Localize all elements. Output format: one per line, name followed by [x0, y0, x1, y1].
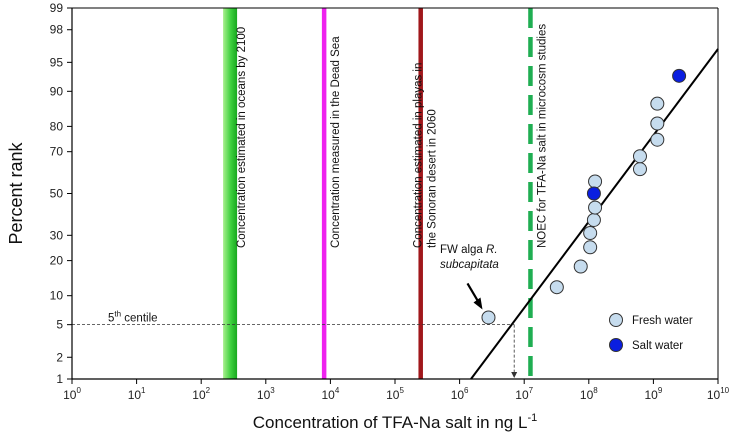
- reference-line-label-2-b: the Sonoran desert in 2060: [427, 109, 439, 248]
- reference-line-label-2: Concentration estimated in playas in: [413, 63, 425, 248]
- point-fresh-0: [481, 310, 496, 325]
- annotation-line-1: FW alga R.: [440, 244, 498, 256]
- point-fresh-6: [588, 200, 603, 215]
- point-fresh-1: [549, 280, 564, 295]
- y-tick-label-6: 50: [50, 187, 64, 201]
- x-tick-label-6: 106: [451, 386, 469, 402]
- y-tick-label-0: 1: [56, 372, 63, 386]
- point-fresh-10: [650, 132, 665, 147]
- point-fresh-11: [650, 116, 665, 131]
- x-tick-label-4: 104: [321, 386, 339, 402]
- point-fresh-12: [650, 96, 665, 111]
- point-fresh-4: [583, 226, 598, 241]
- x-tick-label-0: 100: [63, 386, 81, 402]
- x-tick-label-8: 108: [580, 386, 598, 402]
- x-tick-label-10: 1010: [707, 386, 730, 402]
- legend-marker-1: [609, 338, 623, 352]
- point-fresh-9: [632, 149, 647, 164]
- y-tick-label-8: 80: [50, 119, 64, 133]
- centile-label: 5th centile: [108, 310, 158, 325]
- y-tick-label-3: 10: [50, 289, 64, 303]
- y-tick-label-4: 20: [50, 254, 64, 268]
- point-fresh-7: [588, 174, 603, 189]
- y-axis-title: Percent rank: [6, 141, 26, 244]
- y-tick-label-11: 98: [50, 23, 64, 37]
- x-tick-label-7: 107: [515, 386, 533, 402]
- point-fresh-8: [632, 162, 647, 177]
- x-tick-label-2: 102: [192, 386, 210, 402]
- annotation-line-2: subcapitata: [440, 259, 499, 271]
- y-tick-label-9: 90: [50, 84, 64, 98]
- point-fresh-3: [583, 240, 598, 255]
- reference-line-0: [223, 8, 238, 379]
- point-fresh-5: [586, 212, 601, 227]
- x-tick-label-3: 103: [257, 386, 275, 402]
- legend-label-1: Salt water: [632, 340, 683, 352]
- y-tick-label-7: 70: [50, 145, 64, 159]
- x-tick-label-5: 105: [386, 386, 404, 402]
- legend-label-0: Fresh water: [632, 315, 693, 327]
- centile-layer: 5th centile: [72, 310, 518, 378]
- x-tick-label-9: 109: [644, 386, 662, 402]
- y-tick-label-2: 5: [56, 318, 63, 332]
- y-tick-label-1: 2: [56, 350, 63, 364]
- legend-marker-0: [609, 313, 623, 327]
- annotation-layer: FW alga R. subcapitata: [440, 244, 499, 310]
- x-axis-title: Concentration of TFA-Na salt in ng L-1: [253, 412, 537, 432]
- y-tick-label-10: 95: [50, 55, 64, 69]
- point-salt-1: [672, 68, 687, 83]
- centile-arrowhead: [511, 372, 518, 378]
- annotation-arrowhead: [473, 297, 483, 310]
- x-tick-label-1: 101: [128, 386, 146, 402]
- data-points: [481, 68, 687, 325]
- y-tick-label-12: 99: [50, 1, 64, 15]
- y-tick-label-5: 30: [50, 228, 64, 242]
- point-salt-0: [586, 186, 601, 201]
- axes: 100 101 102 103 104 105 106 107 108 109 1010 1 2 5 10 2…: [6, 1, 730, 432]
- reference-line-label-0: Concentration estimated in oceans by 210…: [236, 27, 248, 248]
- reference-line-label-3: NOEC for TFA-Na salt in microcosm studie…: [536, 24, 548, 248]
- reference-lines: Concentration estimated in oceans by 210…: [223, 8, 548, 379]
- point-fresh-2: [573, 259, 588, 274]
- reference-line-label-1: Concentration measured in the Dead Sea: [330, 36, 342, 248]
